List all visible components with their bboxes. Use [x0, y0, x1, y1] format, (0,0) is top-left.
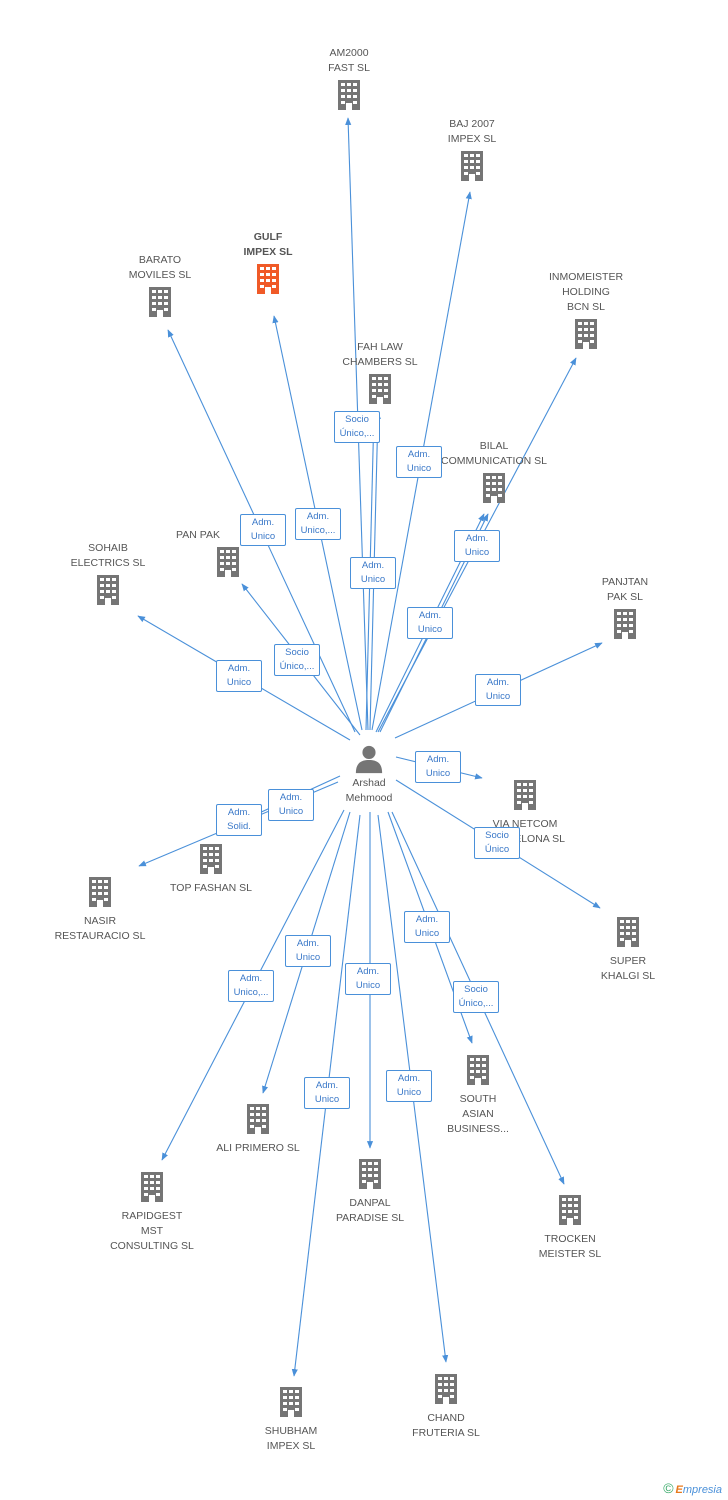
building-icon	[617, 917, 639, 947]
company-label: GULF IMPEX SL	[243, 231, 293, 258]
person-node[interactable]: Arshad Mehmood	[309, 744, 429, 806]
relation-badge[interactable]: Adm. Unico	[268, 789, 314, 821]
relation-badge[interactable]: Adm. Unico	[475, 674, 521, 706]
building-icon	[467, 1055, 489, 1085]
company-label: NASIR RESTAURACIO SL	[54, 915, 146, 942]
company-bilal[interactable]: BILAL COMMUNICATION SL	[434, 439, 554, 504]
relation-badge[interactable]: Adm. Solid.	[216, 804, 262, 836]
company-label: DANPAL PARADISE SL	[335, 1197, 405, 1224]
relation-badge[interactable]: Adm. Unico	[404, 911, 450, 943]
building-icon	[575, 319, 597, 349]
company-chand[interactable]: CHAND FRUTERIA SL	[386, 1370, 506, 1441]
company-rapidgest[interactable]: RAPIDGEST MST CONSULTING SL	[92, 1168, 212, 1254]
relation-badge[interactable]: Adm. Unico	[345, 963, 391, 995]
company-aliprimero[interactable]: ALI PRIMERO SL	[198, 1100, 318, 1156]
building-icon	[97, 575, 119, 605]
company-label: BILAL COMMUNICATION SL	[441, 440, 547, 467]
building-icon	[369, 374, 391, 404]
relation-badge[interactable]: Adm. Unico	[454, 530, 500, 562]
company-shubham[interactable]: SHUBHAM IMPEX SL	[231, 1383, 351, 1454]
company-label: BAJ 2007 IMPEX SL	[447, 118, 497, 145]
relation-badge[interactable]: Adm. Unico	[415, 751, 461, 783]
building-icon	[435, 1374, 457, 1404]
relation-badge[interactable]: Adm. Unico	[304, 1077, 350, 1109]
building-icon	[280, 1387, 302, 1417]
relation-badge[interactable]: Adm. Unico	[240, 514, 286, 546]
company-barato[interactable]: BARATO MOVILES SL	[100, 253, 220, 318]
building-icon	[149, 287, 171, 317]
building-icon	[247, 1104, 269, 1134]
company-panpak[interactable]: PAN PAK	[168, 528, 288, 578]
relation-badge[interactable]: Adm. Unico	[216, 660, 262, 692]
company-label: PAN PAK	[176, 529, 220, 541]
relation-badge[interactable]: Adm. Unico	[396, 446, 442, 478]
company-topfashan[interactable]: TOP FASHAN SL	[151, 840, 271, 896]
company-label: SOUTH ASIAN BUSINESS...	[447, 1093, 509, 1135]
company-label: INMOMEISTER HOLDING BCN SL	[548, 271, 624, 313]
building-icon	[483, 473, 505, 503]
building-icon	[359, 1159, 381, 1189]
company-sohaib[interactable]: SOHAIB ELECTRICS SL	[48, 541, 168, 606]
company-label: TROCKEN MEISTER SL	[538, 1233, 602, 1260]
person-icon	[355, 745, 383, 774]
company-fahlaw[interactable]: FAH LAW CHAMBERS SL	[320, 340, 440, 405]
company-label: FAH LAW CHAMBERS SL	[342, 341, 418, 368]
company-label: AM2000 FAST SL	[328, 47, 370, 74]
company-gulf[interactable]: GULF IMPEX SL	[208, 230, 328, 295]
company-panjtan[interactable]: PANJTAN PAK SL	[565, 575, 685, 640]
company-label: SUPER KHALGI SL	[600, 955, 656, 982]
company-label: SOHAIB ELECTRICS SL	[70, 542, 146, 569]
company-baj2007[interactable]: BAJ 2007 IMPEX SL	[412, 117, 532, 182]
building-icon	[614, 609, 636, 639]
relation-badge[interactable]: Socio Único,...	[453, 981, 499, 1013]
company-label: SHUBHAM IMPEX SL	[264, 1425, 318, 1452]
company-danpal[interactable]: DANPAL PARADISE SL	[310, 1155, 430, 1226]
building-icon	[200, 844, 222, 874]
company-label: ALI PRIMERO SL	[216, 1142, 300, 1154]
relation-badge[interactable]: Socio Único	[474, 827, 520, 859]
building-icon	[559, 1195, 581, 1225]
relation-badge[interactable]: Adm. Unico	[285, 935, 331, 967]
relation-badge[interactable]: Adm. Unico	[350, 557, 396, 589]
building-icon	[461, 151, 483, 181]
building-icon	[89, 877, 111, 907]
building-icon	[514, 780, 536, 810]
building-icon	[217, 547, 239, 577]
company-label: CHAND FRUTERIA SL	[412, 1412, 480, 1439]
empresia-logo[interactable]: ©Empresia	[663, 1480, 722, 1496]
building-icon-focus	[257, 264, 279, 294]
company-am2000[interactable]: AM2000 FAST SL	[289, 46, 409, 111]
relation-badge[interactable]: Adm. Unico,...	[295, 508, 341, 540]
building-icon	[141, 1172, 163, 1202]
company-southasian[interactable]: SOUTH ASIAN BUSINESS...	[418, 1051, 538, 1137]
relation-badge[interactable]: Adm. Unico	[386, 1070, 432, 1102]
relation-badge[interactable]: Socio Único,...	[274, 644, 320, 676]
relation-badge[interactable]: Adm. Unico,...	[228, 970, 274, 1002]
company-inmomeister[interactable]: INMOMEISTER HOLDING BCN SL	[526, 270, 646, 350]
person-label: Arshad Mehmood	[345, 777, 393, 804]
relation-badge[interactable]: Socio Único,...	[334, 411, 380, 443]
company-trocken[interactable]: TROCKEN MEISTER SL	[510, 1191, 630, 1262]
company-nasir[interactable]: NASIR RESTAURACIO SL	[40, 873, 160, 944]
company-label: RAPIDGEST MST CONSULTING SL	[110, 1210, 194, 1252]
company-label: PANJTAN PAK SL	[601, 576, 649, 603]
copyright-icon: ©	[663, 1480, 674, 1496]
company-super[interactable]: SUPER KHALGI SL	[568, 913, 688, 984]
company-label: TOP FASHAN SL	[170, 882, 252, 894]
relation-badge[interactable]: Adm. Unico	[407, 607, 453, 639]
building-icon	[338, 80, 360, 110]
company-label: BARATO MOVILES SL	[128, 254, 192, 281]
